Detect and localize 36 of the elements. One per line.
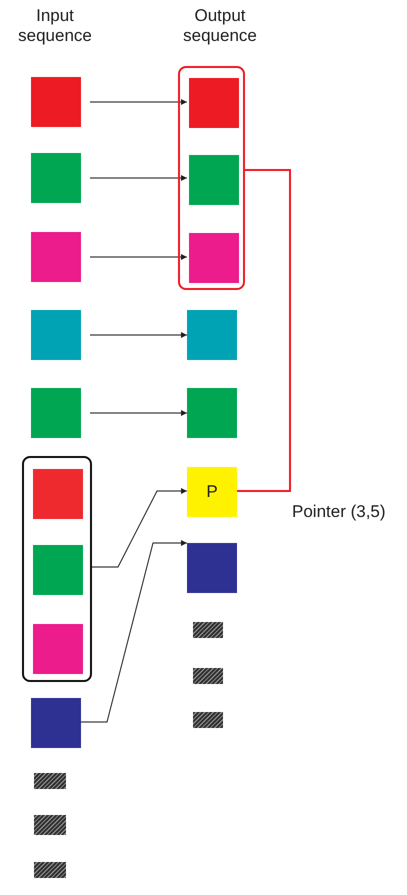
color-square [187,467,237,517]
color-square [189,155,239,205]
hatched-mark [34,773,66,789]
hatched-mark [34,862,66,878]
arrow [90,175,188,181]
group-outline [22,456,92,682]
color-square [187,388,237,438]
column-heading: Input sequence [17,6,93,46]
hatched-mark [34,815,66,835]
color-square [31,698,81,748]
color-square [31,232,81,282]
hatched-mark [193,712,223,728]
arrow [90,410,188,416]
color-square [33,469,83,519]
arrow [92,488,188,568]
color-square [187,543,237,593]
color-square [31,310,81,360]
arrow [90,332,188,338]
color-square [33,545,83,595]
hatched-mark [193,668,223,684]
arrow [80,540,188,722]
color-square [31,77,81,127]
hatched-mark [193,622,223,638]
arrow [90,254,188,260]
pointer-label: Pointer (3,5) [292,502,387,522]
color-square [189,78,239,128]
group-outline [178,66,245,290]
color-square [187,310,237,360]
color-square [31,153,81,203]
node-label: P [205,482,219,502]
column-heading: Output sequence [182,6,258,46]
color-square [33,624,83,674]
color-square [189,233,239,283]
connector-line [237,169,291,492]
arrow [90,99,188,105]
color-square [31,388,81,438]
